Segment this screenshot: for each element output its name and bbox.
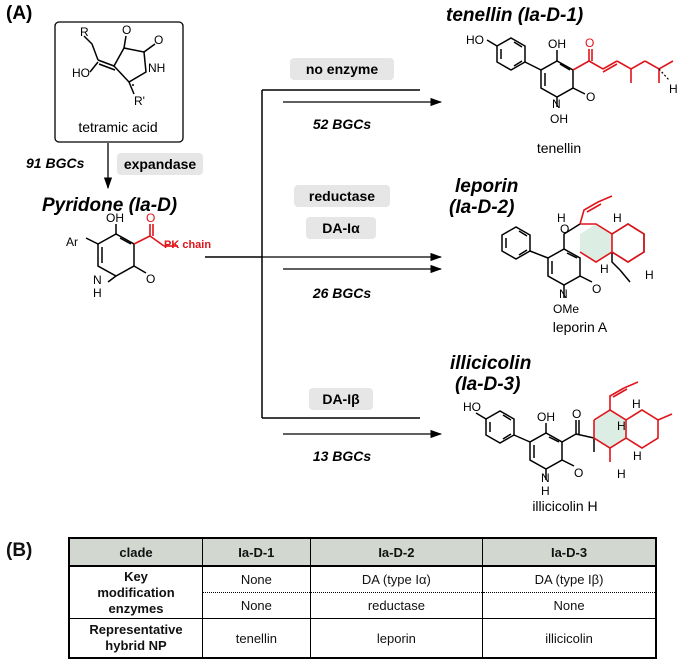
atom-oh: OH bbox=[106, 211, 124, 225]
illicicolin-title-line2: (Ia-D-3) bbox=[455, 374, 520, 395]
table-cell: leporin bbox=[309, 618, 484, 659]
ten-n: N bbox=[552, 97, 561, 111]
ill-h4: H bbox=[617, 467, 626, 481]
table-header-row: clade Ia-D-1 Ia-D-2 Ia-D-3 bbox=[68, 537, 657, 567]
tetramic-acid-structure bbox=[83, 35, 156, 95]
lep-h2: H bbox=[613, 211, 622, 225]
ten-ketone-o: O bbox=[585, 36, 594, 50]
pyridone-structure: Ar OH O PK chain N H O bbox=[66, 211, 211, 300]
expandase-label: expandase bbox=[124, 156, 197, 172]
table-header: Ia-D-1 bbox=[202, 537, 311, 567]
pk-chain-label: PK chain bbox=[164, 239, 211, 251]
lep-lactam-o: O bbox=[592, 282, 601, 296]
panel-a-label: (A) bbox=[6, 3, 32, 24]
atom-ketone-o: O bbox=[146, 211, 155, 225]
table-header: Ia-D-2 bbox=[309, 537, 484, 567]
ill-n-h: H bbox=[541, 484, 550, 498]
tetramic-acid-box: R HO O O NH R' tetramic acid bbox=[54, 21, 184, 143]
table-cell: None bbox=[202, 592, 311, 619]
table-cell: None bbox=[202, 565, 311, 593]
table-cell: None bbox=[482, 592, 657, 619]
expandase-pill bbox=[117, 153, 203, 175]
atom-ar: Ar bbox=[66, 235, 78, 249]
no-enzyme-pill bbox=[290, 58, 394, 80]
ill-ho: HO bbox=[463, 400, 481, 414]
atom-lactam-o: O bbox=[146, 272, 155, 286]
da-ia-label: DA-Iα bbox=[322, 220, 360, 236]
ill-h1: H bbox=[617, 419, 626, 433]
da-ib-label: DA-Iβ bbox=[322, 391, 360, 407]
branch3-count: 13 BGCs bbox=[313, 448, 372, 464]
ten-ho: HO bbox=[466, 33, 484, 47]
leporin-title-line2: (Ia-D-2) bbox=[449, 197, 514, 218]
illicicolin-title-line1: illicicolin bbox=[450, 353, 531, 374]
lep-ome: OMe bbox=[553, 302, 579, 316]
ill-h2: H bbox=[632, 397, 641, 411]
ill-n: N bbox=[541, 471, 550, 485]
tetramic-acid-label: tetramic acid bbox=[78, 119, 157, 135]
table-cell: reductase bbox=[309, 592, 484, 619]
table-cell: DA (type Iα) bbox=[309, 565, 484, 593]
ill-h3: H bbox=[633, 449, 642, 463]
ill-oh: OH bbox=[537, 410, 555, 424]
atom-nh: NH bbox=[148, 61, 165, 75]
branch-lines bbox=[205, 89, 420, 419]
leporin-title-line1: leporin bbox=[455, 176, 518, 197]
tenellin-title: tenellin (Ia-D-1) bbox=[446, 5, 583, 26]
ten-oh: OH bbox=[548, 37, 566, 51]
table-header: clade bbox=[68, 537, 203, 567]
pyridone-title: Pyridone (Ia-D) bbox=[42, 195, 177, 216]
scheme-diagram: (A) R HO O O NH R' tetramic acid 91 BGCs… bbox=[6, 3, 678, 514]
leporin-name: leporin A bbox=[553, 319, 608, 335]
lep-h4: H bbox=[645, 268, 654, 282]
atom-ho: HO bbox=[72, 66, 90, 80]
expansion-count: 91 BGCs bbox=[26, 155, 85, 171]
table-row: Key modification enzymes None DA (type I… bbox=[68, 565, 657, 619]
ten-n-oh: OH bbox=[550, 112, 568, 126]
row-head-representative: Representative hybrid NP bbox=[68, 618, 203, 659]
atom-r: R bbox=[80, 25, 89, 39]
illicicolin-structure: HO OH O O N H H H H H bbox=[463, 381, 673, 498]
atom-o2: O bbox=[154, 33, 163, 47]
atom-r-prime: R' bbox=[134, 94, 145, 108]
row-head-key-enzymes: Key modification enzymes bbox=[68, 565, 203, 619]
illicicolin-name: illicicolin H bbox=[532, 498, 597, 514]
table-row: None reductase None bbox=[69, 592, 657, 619]
ten-lactam-o: O bbox=[586, 90, 595, 104]
table-cell: DA (type Iβ) bbox=[482, 565, 657, 593]
lep-o: O bbox=[560, 222, 569, 236]
table-header: Ia-D-3 bbox=[482, 537, 657, 567]
ten-h: H bbox=[669, 82, 678, 96]
atom-o1: O bbox=[122, 23, 131, 37]
lep-h3: H bbox=[600, 262, 609, 276]
lep-n: N bbox=[559, 287, 568, 301]
atom-h: H bbox=[93, 286, 102, 300]
leporin-structure: O H H H H O N OMe bbox=[501, 195, 654, 316]
reductase-label: reductase bbox=[309, 188, 375, 204]
atom-n: N bbox=[93, 273, 102, 287]
no-enzyme-label: no enzyme bbox=[306, 61, 379, 77]
branch1-count: 52 BGCs bbox=[313, 116, 372, 132]
table-row: Representative hybrid NP tenellin lepori… bbox=[68, 618, 657, 659]
da-ib-pill bbox=[309, 388, 373, 410]
tenellin-structure: HO OH O O N OH H bbox=[466, 33, 678, 126]
reductase-pill bbox=[294, 185, 390, 207]
lep-h1: H bbox=[557, 211, 566, 225]
table-cell: tenellin bbox=[202, 618, 311, 659]
clade-table: clade Ia-D-1 Ia-D-2 Ia-D-3 Key modificat… bbox=[68, 537, 657, 659]
tenellin-name: tenellin bbox=[537, 140, 581, 156]
panel-b-label-html: (B) bbox=[6, 540, 33, 561]
ill-ketone-o: O bbox=[572, 407, 581, 421]
ill-lactam-o: O bbox=[574, 466, 583, 480]
da-ia-pill bbox=[306, 217, 376, 239]
branch2-count: 26 BGCs bbox=[312, 285, 372, 301]
table-cell: illicicolin bbox=[482, 618, 657, 659]
